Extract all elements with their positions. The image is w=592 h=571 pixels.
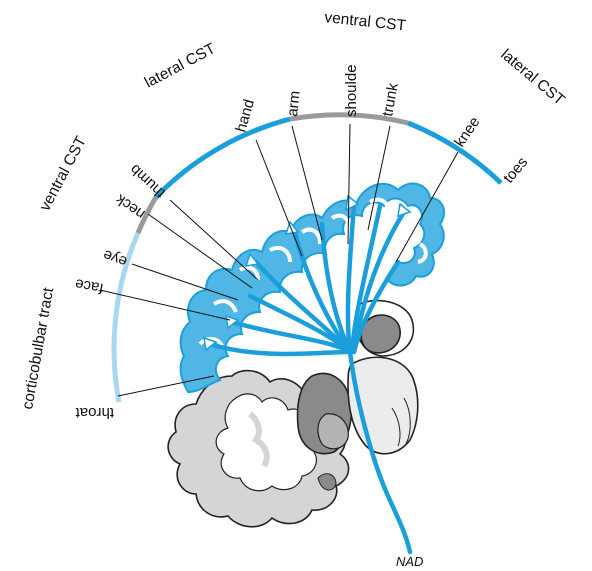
caudate xyxy=(360,314,401,354)
grey-matter-fold xyxy=(248,411,270,468)
label-ventral-cst-left: ventral CST xyxy=(37,133,91,214)
arc-corticobulbar xyxy=(111,232,141,403)
thalamus-detail xyxy=(391,397,411,447)
label-thumb: thumb xyxy=(127,161,169,202)
leader-trunk xyxy=(367,125,391,231)
label-arm: arm xyxy=(284,90,304,117)
white-matter-temporal xyxy=(215,393,321,492)
author-signature: NAD xyxy=(396,554,423,569)
label-ventral-cst-top: ventral CST xyxy=(324,9,408,35)
label-throat: throat xyxy=(75,404,114,421)
leader-neck xyxy=(147,213,253,289)
descending-tract xyxy=(347,349,413,555)
label-trunk: trunk xyxy=(379,81,402,117)
label-corticobulbar-tract: corticobulbar tract xyxy=(19,286,57,411)
label-lateral-cst-right: lateral CST xyxy=(497,46,568,109)
cortex-sulci xyxy=(198,197,428,348)
arc-lateral-right xyxy=(407,120,503,185)
label-knee: knee xyxy=(451,114,483,150)
label-lateral-cst-left: lateral CST xyxy=(142,40,219,92)
leader-lines xyxy=(99,123,459,397)
leader-face xyxy=(99,289,231,321)
small-grey-nucleus xyxy=(317,473,337,491)
leader-eye xyxy=(131,263,239,301)
leader-shoulder xyxy=(347,123,351,245)
ventricle-outline xyxy=(357,299,415,357)
leader-hand xyxy=(255,139,303,257)
arc-ventral-left xyxy=(135,195,159,234)
label-toes: toes xyxy=(500,154,531,187)
tract-fibers xyxy=(207,203,413,555)
arc-lateral-left xyxy=(154,116,291,199)
globus-pallidus xyxy=(317,413,349,450)
label-neck: neck xyxy=(112,190,148,222)
label-shoulder: shoulde xyxy=(343,64,360,117)
leader-throat xyxy=(117,375,215,397)
arc-ventral-top xyxy=(289,112,409,126)
leader-arm xyxy=(291,125,323,241)
label-eye: eye xyxy=(101,246,130,270)
leader-knee xyxy=(395,151,459,263)
leader-thumb xyxy=(169,199,259,281)
label-face: face xyxy=(74,275,105,297)
